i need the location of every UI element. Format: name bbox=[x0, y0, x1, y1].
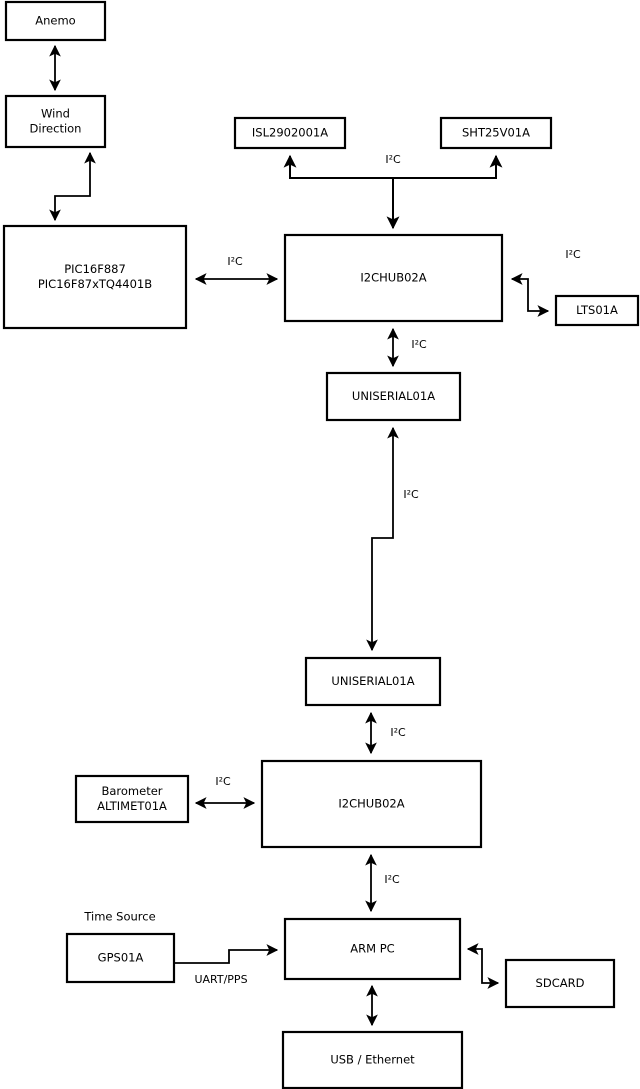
connector-label-barometer-hub: I²C bbox=[215, 775, 231, 788]
node-anemo[interactable]: Anemo bbox=[4, 0, 107, 42]
connector-label-gps-armpc: UART/PPS bbox=[194, 973, 247, 986]
node-box-barometer[interactable] bbox=[74, 774, 190, 824]
node-label-barometer: Barometer bbox=[101, 784, 162, 798]
node-armpc[interactable]: ARM PC bbox=[283, 917, 462, 981]
node-box-gps[interactable] bbox=[65, 932, 176, 984]
connector-gps-armpc-line bbox=[174, 944, 279, 964]
connector-hub-sensors-bus-seg-1 bbox=[393, 154, 503, 179]
node-label-gps: GPS01A bbox=[98, 951, 144, 965]
node-box-wind[interactable] bbox=[4, 94, 107, 149]
node-hub_bot[interactable]: I2CHUB02A bbox=[260, 759, 483, 849]
node-lts[interactable]: LTS01A bbox=[554, 294, 640, 327]
label-time-source: Time Source bbox=[83, 910, 155, 924]
connector-armpc-sdcard-line bbox=[466, 943, 500, 989]
node-box-pic[interactable] bbox=[2, 224, 188, 330]
node-box-armpc[interactable] bbox=[283, 917, 462, 981]
node-label-hub_top: I2CHUB02A bbox=[360, 271, 426, 285]
connector-label-pic-hub: I²C bbox=[227, 255, 243, 268]
node-label-wind: Direction bbox=[30, 122, 82, 136]
node-usbeth[interactable]: USB / Ethernet bbox=[281, 1030, 464, 1089]
node-box-uniserial_top[interactable] bbox=[325, 371, 462, 422]
node-box-sht[interactable] bbox=[439, 116, 553, 150]
node-label-lts: LTS01A bbox=[576, 303, 618, 317]
node-label-isl: ISL2902001A bbox=[252, 126, 328, 140]
node-label-hub_bot: I2CHUB02A bbox=[338, 797, 404, 811]
node-label-usbeth: USB / Ethernet bbox=[330, 1053, 415, 1067]
node-isl[interactable]: ISL2902001A bbox=[233, 116, 347, 150]
node-label-wind: Wind bbox=[41, 107, 70, 121]
connector-gps-armpc bbox=[174, 944, 279, 964]
connector-uniserial-link bbox=[366, 426, 399, 652]
node-box-uniserial_bot[interactable] bbox=[304, 656, 442, 707]
connector-hub-lts-line bbox=[510, 273, 550, 317]
node-box-hub_bot[interactable] bbox=[260, 759, 483, 849]
node-sdcard[interactable]: SDCARD bbox=[504, 958, 616, 1009]
node-label-armpc: ARM PC bbox=[350, 942, 394, 956]
connector-hub-lts bbox=[510, 273, 550, 317]
node-label-pic: PIC16F887 bbox=[64, 262, 126, 276]
connector-pic-wind-line bbox=[49, 151, 96, 222]
connector-label-uniserial-hub: I²C bbox=[390, 726, 406, 739]
labels-layer: I²C I²C I²C I²C I²C I²C I²C I²C UART/PPS Time Sou… bbox=[83, 153, 581, 986]
node-label-barometer: ALTIMET01A bbox=[97, 799, 167, 813]
connector-label-hub-lts: I²C bbox=[565, 248, 581, 261]
node-sht[interactable]: SHT25V01A bbox=[439, 116, 553, 150]
node-gps[interactable]: GPS01A bbox=[65, 932, 176, 984]
connector-label-uniserial-link: I²C bbox=[403, 488, 419, 501]
connector-label-hub-uniserial: I²C bbox=[411, 338, 427, 351]
node-label-anemo: Anemo bbox=[35, 14, 75, 28]
node-box-usbeth[interactable] bbox=[281, 1030, 464, 1089]
node-hub_top[interactable]: I2CHUB02A bbox=[283, 233, 504, 323]
node-uniserial_top[interactable]: UNISERIAL01A bbox=[325, 371, 462, 422]
node-label-uniserial_bot: UNISERIAL01A bbox=[331, 674, 414, 688]
node-label-sht: SHT25V01A bbox=[462, 126, 530, 140]
connections-layer bbox=[49, 44, 550, 1027]
node-label-uniserial_top: UNISERIAL01A bbox=[352, 389, 435, 403]
connector-hub-sensors-bus-seg-0 bbox=[283, 154, 394, 228]
connector-hub-sensors-bus bbox=[283, 154, 503, 230]
node-box-lts[interactable] bbox=[554, 294, 640, 327]
node-box-sdcard[interactable] bbox=[504, 958, 616, 1009]
connector-label-hub-armpc: I²C bbox=[384, 873, 400, 886]
node-box-anemo[interactable] bbox=[4, 0, 107, 42]
node-box-isl[interactable] bbox=[233, 116, 347, 150]
node-label-sdcard: SDCARD bbox=[536, 976, 585, 990]
node-box-hub_top[interactable] bbox=[283, 233, 504, 323]
connector-label-hub-sensors-bus: I²C bbox=[385, 153, 401, 166]
node-uniserial_bot[interactable]: UNISERIAL01A bbox=[304, 656, 442, 707]
connector-pic-wind bbox=[49, 151, 96, 222]
connector-uniserial-link-line bbox=[366, 426, 399, 652]
node-label-pic: PIC16F87xTQ4401B bbox=[38, 277, 152, 291]
connector-armpc-sdcard bbox=[466, 943, 500, 989]
